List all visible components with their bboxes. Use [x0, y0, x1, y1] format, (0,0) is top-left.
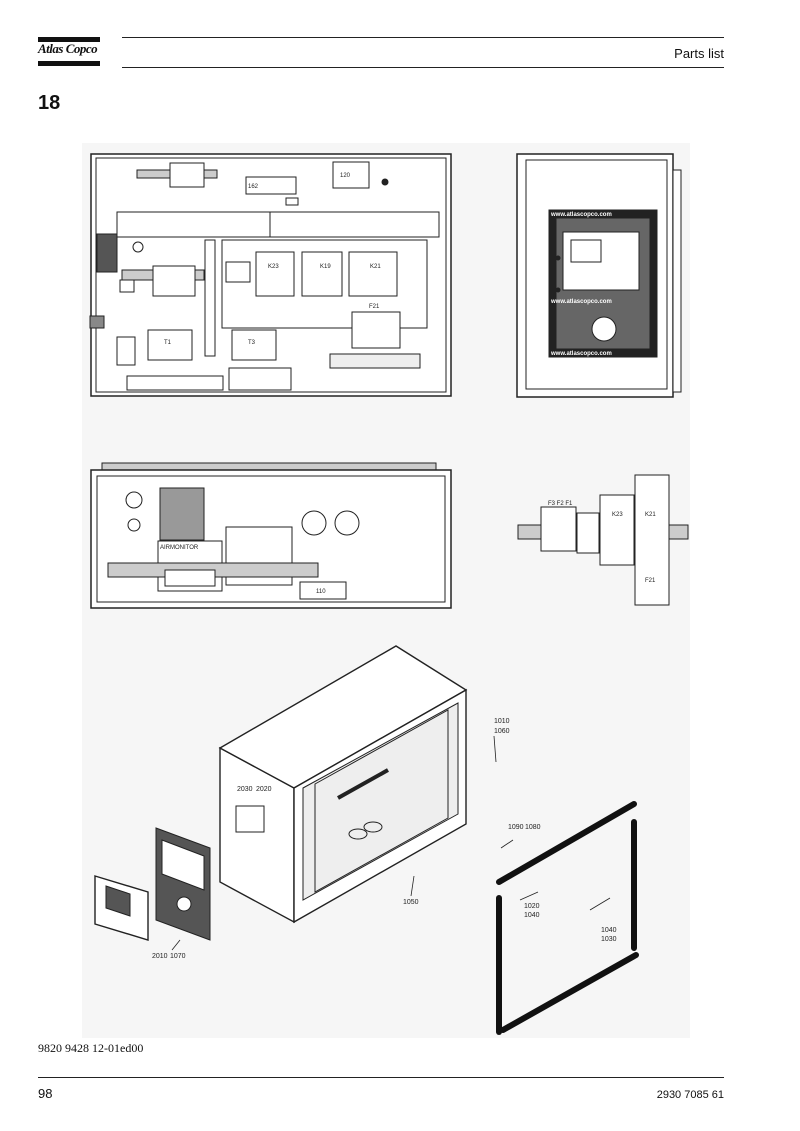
contactor-detail-labels: F3 F2 F1 K23 K21 F21: [548, 501, 656, 584]
svg-text:2030: 2030: [237, 786, 253, 793]
header-title: Parts list: [674, 46, 724, 61]
svg-text:120: 120: [340, 173, 351, 179]
door-inner-view: [90, 462, 452, 609]
callout-leaders: [171, 735, 611, 951]
svg-text:2010: 2010: [152, 953, 168, 960]
callout-labels: 1010 1060 2030 2020 1090 1080 1050 1020 …: [152, 718, 617, 960]
part-number: 2930 7085 61: [656, 1089, 724, 1101]
header-rule-top: [122, 37, 724, 38]
svg-text:1040: 1040: [524, 912, 540, 919]
svg-text:T3: T3: [248, 340, 256, 346]
svg-text:K19: K19: [320, 264, 331, 270]
controller-module: [94, 875, 149, 941]
svg-text:162: 162: [248, 184, 259, 190]
door-seal-strips: [496, 801, 639, 1035]
svg-text:1090: 1090: [508, 824, 524, 831]
contactor-detail-view: [517, 474, 689, 606]
svg-text:1020: 1020: [524, 903, 540, 910]
logo-bar-top: [38, 37, 100, 42]
logo-bar-bottom: [38, 61, 100, 66]
svg-text:1030: 1030: [601, 936, 617, 943]
svg-text:K23: K23: [612, 512, 623, 518]
cabinet-exploded-view: [218, 645, 468, 924]
header-rule-bottom: [122, 67, 724, 68]
svg-text:K21: K21: [645, 512, 656, 518]
door-screen-text: www.atlascopco.com www.atlascopco.com ww…: [550, 212, 612, 357]
svg-text:F3 F2 F1: F3 F2 F1: [548, 501, 573, 507]
svg-text:1060: 1060: [494, 728, 510, 735]
cabinet-interior-view: [89, 153, 452, 397]
svg-text:www.atlascopco.com: www.atlascopco.com: [550, 212, 612, 218]
svg-text:1070: 1070: [170, 953, 186, 960]
svg-text:110: 110: [316, 589, 326, 595]
svg-text:www.atlascopco.com: www.atlascopco.com: [550, 351, 612, 357]
section-number: 18: [38, 92, 61, 114]
svg-text:F21: F21: [369, 304, 380, 310]
svg-text:1010: 1010: [494, 718, 510, 725]
svg-text:1040: 1040: [601, 927, 617, 934]
svg-text:T1: T1: [164, 340, 172, 346]
svg-text:1050: 1050: [403, 899, 419, 906]
svg-text:K21: K21: [370, 264, 381, 270]
svg-text:1080: 1080: [525, 824, 541, 831]
brand-logo: Atlas Copco: [38, 41, 98, 56]
svg-text:2020: 2020: [256, 786, 272, 793]
svg-text:F21: F21: [645, 578, 656, 584]
svg-text:AIRMONITOR: AIRMONITOR: [160, 545, 199, 551]
page-number: 98: [38, 1086, 53, 1101]
hmi-bezel: [155, 827, 211, 941]
door-inner-labels: AIRMONITOR 110: [160, 545, 326, 595]
svg-text:www.atlascopco.com: www.atlascopco.com: [550, 299, 612, 305]
cabinet-door-view: [516, 153, 682, 398]
cabinet-interior-labels: T1 T3 K23 K19 K21 F21 120 162: [164, 173, 381, 346]
document-number: 9820 9428 12-01ed00: [38, 1041, 144, 1055]
svg-text:K23: K23: [268, 264, 279, 270]
footer-rule: [38, 1077, 724, 1078]
